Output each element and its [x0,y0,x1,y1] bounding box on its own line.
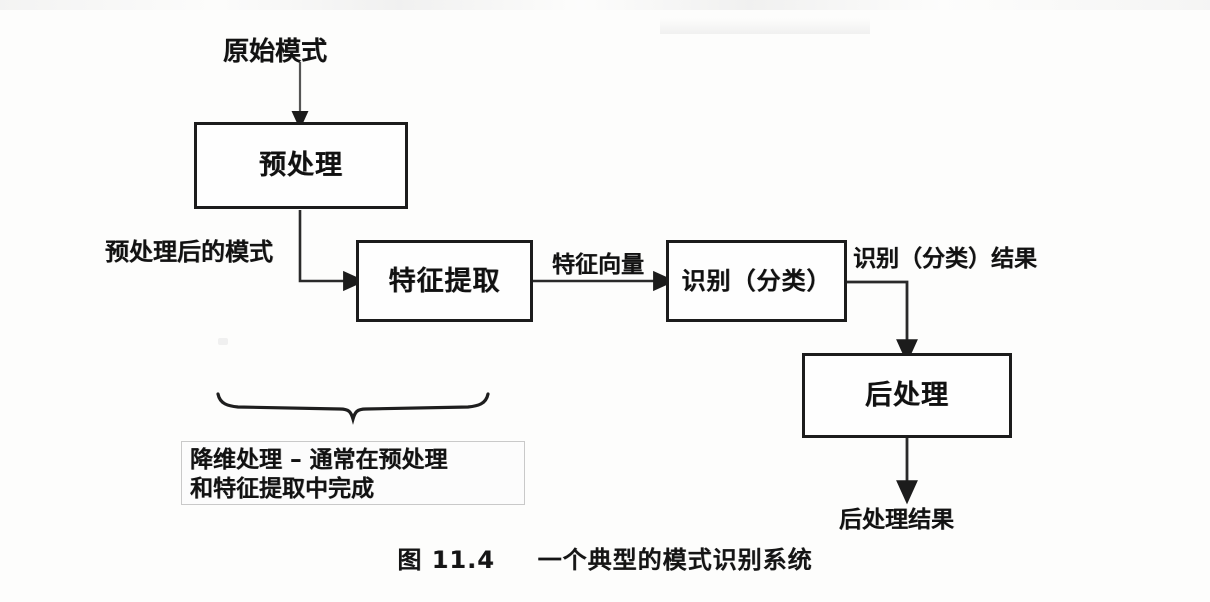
edge-label-recognition-result: 识别（分类）结果 [853,246,1037,272]
node-preprocessing[interactable]: 预处理 [194,122,408,209]
scan-artifact-secondary [660,18,870,34]
edge-label-raw-pattern: 原始模式 [223,37,328,67]
node-postprocessing[interactable]: 后处理 [802,353,1012,438]
node-postprocessing-label: 后处理 [865,380,949,411]
scan-artifact-top [0,0,1210,10]
node-preprocessing-label: 预处理 [259,150,343,181]
annotation-note-line-1: 降维处理 – 通常在预处理 [190,447,448,473]
annotation-note-line-2: 和特征提取中完成 [190,476,374,502]
annotation-note-text: 降维处理 – 通常在预处理 和特征提取中完成 [190,446,530,504]
edge-recognition-to-postprocessing [847,280,918,364]
annotation-note-box [181,441,525,505]
edge-label-feature-vector: 特征向量 [552,252,644,278]
figure-caption-title: 一个典型的模式识别系统 [537,546,813,574]
edge-preprocessing-to-feature [298,210,366,292]
edge-label-postprocessing-result: 后处理结果 [839,507,954,533]
node-feature-extraction[interactable]: 特征提取 [356,240,533,322]
edge-label-preprocessed-pattern: 预处理后的模式 [105,238,273,266]
node-recognition-label: 识别（分类） [681,267,832,295]
scan-smudge-left [218,338,228,345]
node-recognition[interactable]: 识别（分类） [666,240,847,322]
curly-brace [216,392,490,425]
figure-caption: 图 11.4 一个典型的模式识别系统 [0,540,1210,575]
node-feature-extraction-label: 特征提取 [388,265,501,297]
figure-caption-number: 图 11.4 [397,546,495,574]
